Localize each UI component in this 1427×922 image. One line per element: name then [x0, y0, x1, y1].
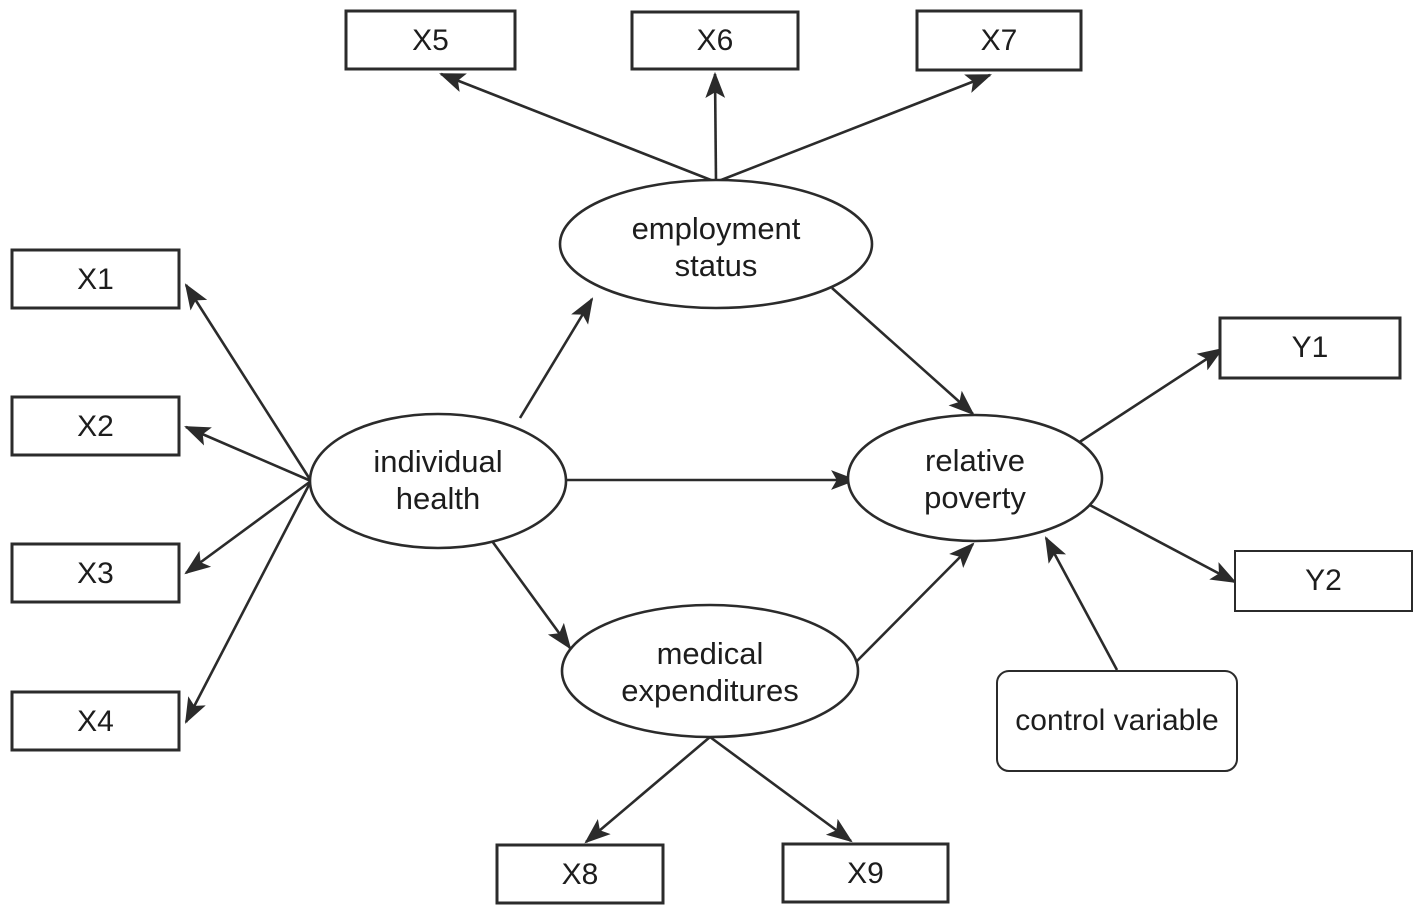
- edge-health-to-x2: [184, 425, 312, 483]
- node-y2-label: Y2: [1305, 564, 1342, 597]
- node-control-variable-label: control variable: [1015, 704, 1218, 737]
- node-medical-expenditures-label-line1: medical: [657, 636, 764, 671]
- node-x8[interactable]: X8: [495, 843, 665, 905]
- node-individual-health[interactable]: individual health: [308, 412, 568, 550]
- node-x7[interactable]: X7: [915, 9, 1083, 72]
- edge-health-to-x3: [184, 479, 312, 575]
- node-employment-status[interactable]: employment status: [558, 178, 874, 310]
- node-x3-label: X3: [77, 557, 114, 590]
- edge-health-to-employment: [518, 297, 594, 419]
- node-x4[interactable]: X4: [10, 690, 181, 752]
- edge-control-to-poverty: [1044, 536, 1119, 671]
- node-x9[interactable]: X9: [781, 842, 950, 904]
- node-individual-health-label-line1: individual: [373, 444, 502, 479]
- edge-poverty-to-y1: [1077, 347, 1224, 445]
- node-individual-health-label-line2: health: [396, 481, 480, 516]
- node-relative-poverty[interactable]: relative poverty: [846, 413, 1104, 543]
- node-y2[interactable]: Y2: [1234, 550, 1413, 612]
- edge-employment-to-x7: [715, 73, 992, 184]
- edge-health-to-x1: [184, 283, 313, 482]
- edge-medical-to-poverty: [854, 542, 975, 664]
- node-x2[interactable]: X2: [10, 395, 181, 457]
- latent-variables-layer: employment status individual health rela…: [308, 178, 1104, 739]
- edge-poverty-to-y2: [1085, 501, 1237, 584]
- node-y1-label: Y1: [1292, 331, 1329, 364]
- node-x8-label: X8: [562, 858, 599, 891]
- edge-employment-to-poverty: [831, 287, 975, 416]
- node-relative-poverty-label-line1: relative: [925, 443, 1025, 478]
- node-employment-status-label-line1: employment: [632, 211, 801, 246]
- node-x4-label: X4: [77, 705, 114, 738]
- node-x5-label: X5: [412, 24, 449, 57]
- node-control-variable[interactable]: control variable: [996, 670, 1238, 772]
- edge-health-to-x4: [184, 480, 313, 724]
- edge-health-to-medical: [490, 540, 572, 650]
- edge-medical-to-x8: [584, 736, 711, 844]
- node-x3[interactable]: X3: [10, 542, 181, 604]
- node-relative-poverty-label-line2: poverty: [924, 480, 1026, 515]
- edges-layer: [184, 71, 1237, 844]
- node-medical-expenditures[interactable]: medical expenditures: [560, 603, 860, 739]
- node-x2-label: X2: [77, 410, 114, 443]
- node-employment-status-label-line2: status: [675, 248, 758, 283]
- node-x6-label: X6: [697, 24, 734, 57]
- node-x9-label: X9: [847, 857, 884, 890]
- node-y1[interactable]: Y1: [1218, 316, 1402, 380]
- node-medical-expenditures-label-line2: expenditures: [621, 673, 799, 708]
- node-x1[interactable]: X1: [10, 248, 181, 310]
- edge-medical-to-x9: [709, 735, 853, 843]
- node-x6[interactable]: X6: [630, 10, 800, 71]
- node-x5[interactable]: X5: [344, 9, 517, 71]
- node-x1-label: X1: [77, 263, 114, 296]
- edge-employment-to-x5: [439, 72, 717, 184]
- edge-employment-to-x6: [705, 71, 726, 183]
- node-x7-label: X7: [981, 24, 1018, 57]
- observed-variables-layer: X1 X2 X3 X4 X5 X6: [10, 9, 1413, 905]
